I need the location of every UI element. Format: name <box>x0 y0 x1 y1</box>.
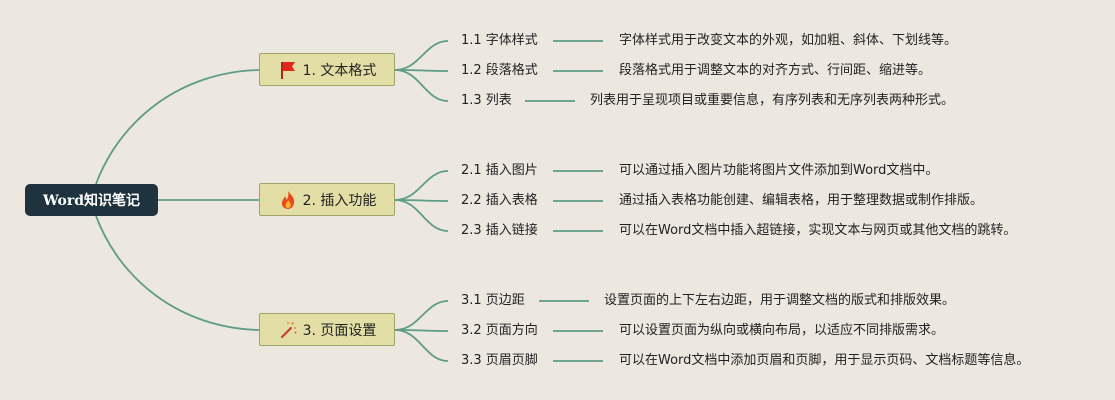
desc-list: 列表用于呈现项目或重要信息，有序列表和无序列表两种形式。 <box>590 93 955 108</box>
leaf-list[interactable]: 1.3 列表 <box>461 93 512 108</box>
leaf-paragraph-format[interactable]: 1.2 段落格式 <box>461 63 538 78</box>
branch-label: 2. 插入功能 <box>302 192 377 209</box>
connector-root-branch-1 <box>95 69 260 185</box>
root-label: Word知识笔记 <box>42 193 141 209</box>
desc-insert-table: 通过插入表格功能创建、编辑表格，用于整理数据或制作排版。 <box>619 193 984 208</box>
connector-branch-3-leaf-1 <box>394 300 449 331</box>
leaf-header-footer[interactable]: 3.3 页眉页脚 <box>461 353 538 368</box>
leaf-insert-link[interactable]: 2.3 插入链接 <box>461 223 538 238</box>
branch-node-page-setup[interactable]: 3. 页面设置 <box>259 313 395 346</box>
branch-label: 1. 文本格式 <box>302 62 377 79</box>
desc-font-style: 字体样式用于改变文本的外观，如加粗、斜体、下划线等。 <box>619 33 958 48</box>
connector-branch-2-leaf-1 <box>394 170 449 201</box>
desc-insert-link: 可以在Word文档中插入超链接，实现文本与网页或其他文档的跳转。 <box>619 223 1017 238</box>
root-node[interactable]: Word知识笔记 <box>25 184 158 216</box>
desc-insert-image: 可以通过插入图片功能将图片文件添加到Word文档中。 <box>619 163 939 178</box>
leaf-margins[interactable]: 3.1 页边距 <box>461 293 525 308</box>
desc-header-footer: 可以在Word文档中添加页眉和页脚，用于显示页码、文档标题等信息。 <box>619 353 1030 368</box>
leaf-insert-image[interactable]: 2.1 插入图片 <box>461 163 538 178</box>
connector-branch-1-leaf-1 <box>394 40 449 71</box>
leaf-insert-table[interactable]: 2.2 插入表格 <box>461 193 538 208</box>
fire-icon <box>278 190 298 210</box>
desc-paragraph-format: 段落格式用于调整文本的对齐方式、行间距、缩进等。 <box>619 63 932 78</box>
connector-branch-2-leaf-3 <box>394 199 449 232</box>
leaf-orientation[interactable]: 3.2 页面方向 <box>461 323 538 338</box>
desc-margins: 设置页面的上下左右边距，用于调整文档的版式和排版效果。 <box>604 293 956 308</box>
branch-label: 3. 页面设置 <box>302 322 377 339</box>
connector-root-branch-3 <box>95 215 260 331</box>
magic-wand-icon <box>278 320 298 340</box>
branch-node-text-format[interactable]: 1. 文本格式 <box>259 53 395 86</box>
connector-branch-3-leaf-3 <box>394 329 449 362</box>
connector-branch-1-leaf-3 <box>394 69 449 102</box>
red-flag-icon <box>278 60 298 80</box>
branch-node-insert-functions[interactable]: 2. 插入功能 <box>259 183 395 216</box>
leaf-font-style[interactable]: 1.1 字体样式 <box>461 33 538 48</box>
desc-orientation: 可以设置页面为纵向或横向布局，以适应不同排版需求。 <box>619 323 945 338</box>
